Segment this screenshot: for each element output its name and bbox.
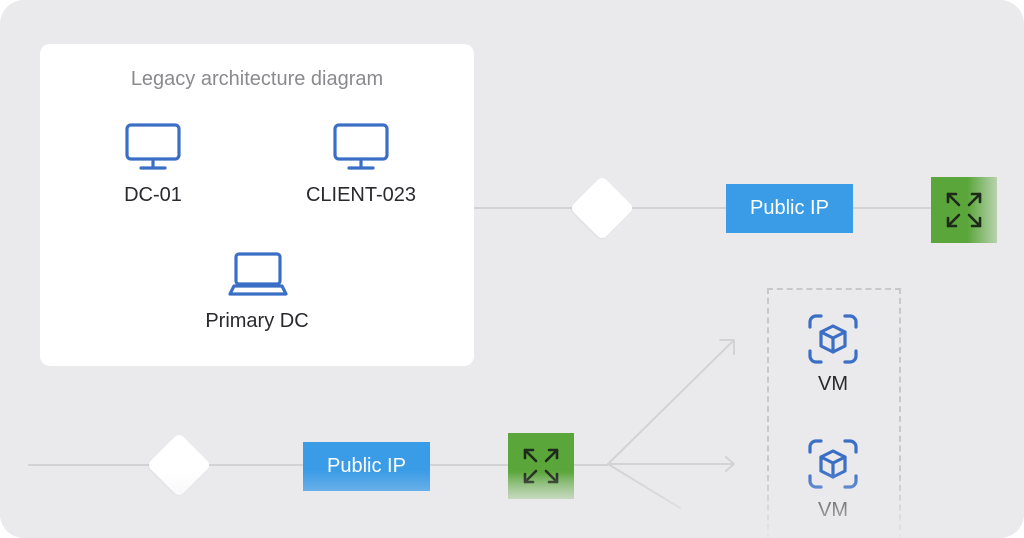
vm-label: VM — [818, 373, 848, 395]
node-label-primary-dc: Primary DC — [205, 310, 309, 332]
public-ip-box-bottom: Public IP — [303, 442, 430, 491]
load-balancer-bottom — [508, 433, 574, 499]
expand-arrows-icon — [523, 448, 559, 484]
node-label-dc01: DC-01 — [124, 184, 182, 206]
gateway-diamond-icon — [146, 432, 212, 498]
desktop-monitor-icon — [333, 123, 389, 170]
gateway-diamond-icon — [569, 175, 635, 241]
laptop-icon — [228, 252, 288, 296]
load-balancer-top — [931, 177, 997, 243]
expand-arrows-icon — [946, 192, 982, 228]
cube-vm-icon — [808, 439, 858, 489]
cube-vm-icon — [808, 314, 858, 364]
vm-group-boundary — [767, 288, 901, 538]
connector-line — [474, 207, 934, 209]
node-label-client023: CLIENT-023 — [305, 184, 417, 206]
legacy-card-title: Legacy architecture diagram — [130, 68, 384, 90]
public-ip-box-top: Public IP — [726, 184, 853, 233]
desktop-monitor-icon — [125, 123, 181, 170]
fanout-arrows — [607, 339, 735, 509]
legacy-architecture-card: Legacy architecture diagram DC-01 CLIENT… — [40, 44, 474, 366]
vm-label: VM — [818, 499, 848, 521]
